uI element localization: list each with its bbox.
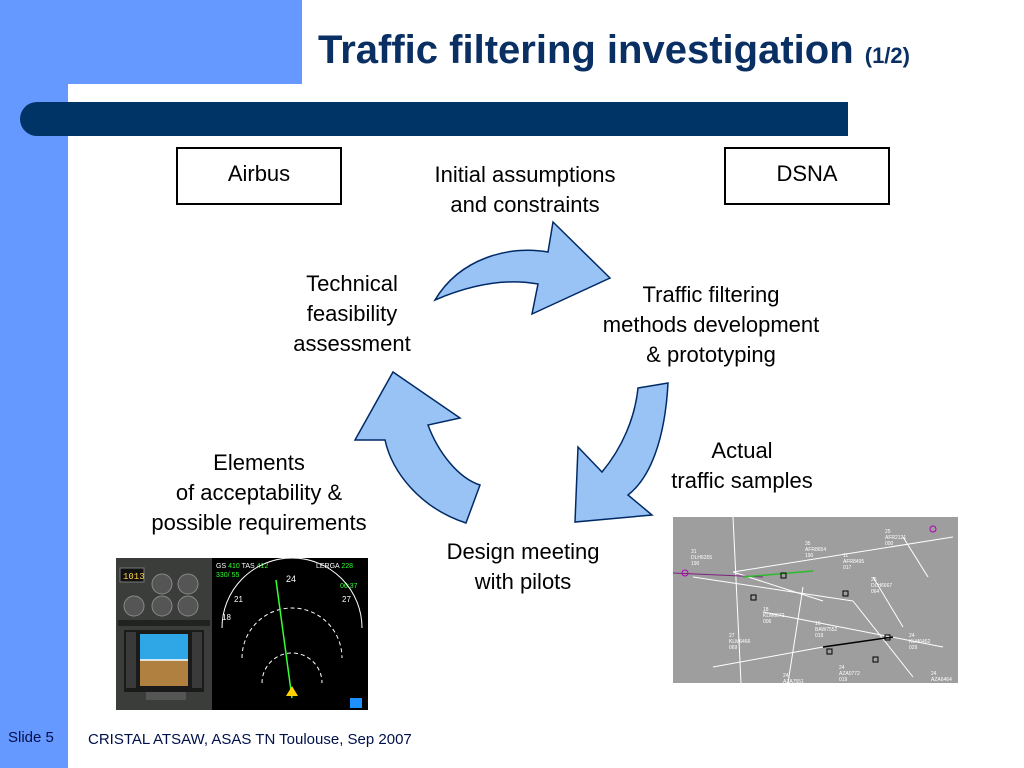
baro-setting: 1013 [123,572,145,582]
label-elements-acceptability: Elements of acceptability & possible req… [151,450,367,535]
slide-title: Traffic filtering investigation (1/2) [318,22,1008,78]
slide-title-suffix: (1/2) [864,43,910,68]
slide-title-main: Traffic filtering investigation [318,28,854,72]
gs-label: GS [216,563,226,570]
tas-label: TAS [242,563,255,570]
cycle-arrow-left [353,370,481,524]
svg-text:LERGA 228: LERGA 228 [316,563,353,570]
scale-18: 18 [222,613,231,622]
wind-value: 330/ 55 [216,572,239,579]
svg-text:GS 410 TAS 412: GS 410 TAS 412 [216,563,268,570]
waypoint-distance: 228 [341,563,353,570]
label-design-meeting: Design meeting with pilots [446,539,600,594]
top-accent-band [0,0,302,84]
dsna-label: DSNA [776,161,838,186]
slide-number: Slide 5 [8,729,54,746]
label-initial-assumptions: Initial assumptions and constraints [434,162,616,217]
gs-value: 410 [228,563,240,570]
cycle-arrow-top [433,220,612,316]
scale-24: 24 [286,574,296,584]
airbus-label: Airbus [227,161,291,186]
cockpit-display-image: 1013 GS 410 TAS 412 330/ 55 LERGA 228 06… [116,558,368,710]
airbus-box: Airbus [176,147,342,205]
waypoint-name: LERGA [316,563,340,570]
footer-event: CRISTAL ATSAW, ASAS TN Toulouse, Sep 200… [88,731,412,748]
label-traffic-filtering-methods: Traffic filtering methods development & … [602,282,820,367]
dsna-box: DSNA [724,147,890,205]
title-underline-bar [20,102,848,136]
tas-value: 412 [257,563,269,570]
label-actual-traffic-samples: Actual traffic samples [671,438,813,493]
scale-21: 21 [234,595,243,604]
label-technical-feasibility: Technical feasibility assessment [293,271,411,356]
cycle-arrow-right [574,382,669,523]
scale-27: 27 [342,595,351,604]
radar-label-10: 24AZA6464030 [931,671,952,683]
